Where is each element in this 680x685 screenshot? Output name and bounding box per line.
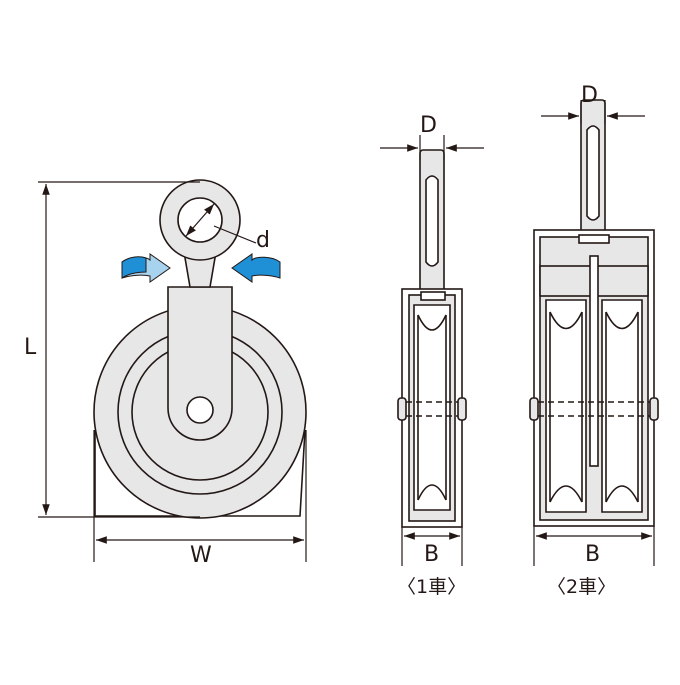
swivel-arrow-right-icon — [231, 253, 281, 283]
dimension-d — [185, 203, 257, 244]
caption-double: 〈2車〉 — [547, 576, 616, 598]
top-bracket — [420, 291, 446, 301]
dimension-D-single — [380, 135, 484, 160]
axle-right — [457, 397, 467, 421]
front-view — [93, 179, 307, 519]
axle-right — [649, 397, 659, 421]
top-bracket — [578, 234, 610, 244]
dimension-L — [38, 181, 200, 518]
dimension-D-double — [541, 100, 645, 124]
groove-top — [417, 314, 447, 331]
groove-bottom — [417, 484, 447, 501]
axle-left — [529, 397, 539, 421]
label-D-single: D — [420, 113, 437, 138]
sheave-left — [545, 299, 587, 513]
swivel-arrow-left-icon — [121, 253, 171, 283]
caption-single: 〈1車〉 — [397, 576, 466, 598]
sheave — [413, 304, 451, 511]
label-d: d — [256, 228, 270, 253]
cheek-plate — [167, 286, 233, 441]
center-divider — [589, 255, 599, 467]
axle-pin — [186, 396, 214, 424]
dimension-B-single — [401, 527, 463, 566]
label-L: L — [24, 335, 37, 360]
label-B-single: B — [424, 542, 439, 567]
label-B-double: B — [585, 542, 600, 567]
dimension-W — [93, 430, 307, 562]
eye-slot — [586, 125, 600, 221]
side-view-single — [397, 149, 467, 528]
axle-left — [397, 397, 407, 421]
label-W: W — [190, 543, 212, 568]
dimension-B-double — [533, 526, 655, 566]
sheave-right — [601, 299, 643, 513]
label-D-double: D — [581, 83, 598, 108]
side-view-double — [529, 99, 659, 527]
eye-slot — [425, 175, 439, 267]
